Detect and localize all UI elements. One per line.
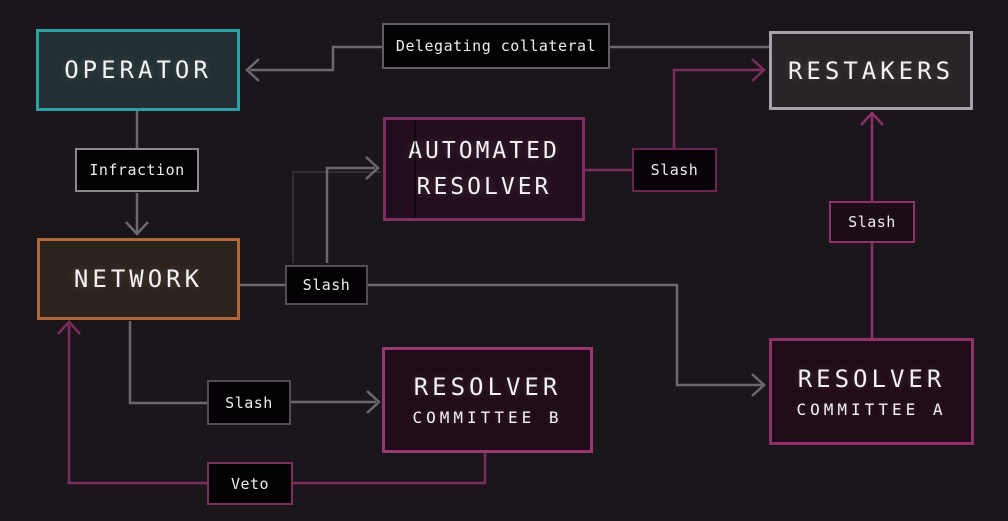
- operator-label: OPERATOR: [64, 56, 212, 84]
- slash-to-automated-resolver-underlay-line: [292, 171, 381, 263]
- slash-to-committee-b-arrowhead: [366, 390, 381, 414]
- committee-a-to-restakers-edges: [860, 111, 884, 338]
- automated-resolver-node: AUTOMATED RESOLVER: [383, 117, 585, 221]
- slash-to-committee-a-line: [368, 283, 762, 387]
- resolver-committee-b-node: RESOLVER COMMITTEE B: [382, 347, 593, 453]
- automated-resolver-label-line1: AUTOMATED: [408, 138, 560, 164]
- purple-edges: [57, 58, 766, 485]
- delegating-to-operator-arrowhead: [245, 58, 260, 82]
- network-label: NETWORK: [73, 265, 204, 293]
- operator-node: OPERATOR: [36, 29, 240, 111]
- slash-automated-resolver-edge-label: Slash: [632, 148, 717, 192]
- committee-b-to-veto-line: [293, 453, 487, 485]
- slash-to-automated-resolver-arrowhead: [365, 156, 380, 180]
- infraction-to-network-arrowhead: [125, 221, 149, 236]
- veto-edge-label: Veto: [207, 462, 293, 505]
- restakers-node: RESTAKERS: [769, 31, 973, 110]
- delegating-collateral-edge-label: Delegating collateral: [382, 23, 610, 69]
- resolver-committee-b-title: RESOLVER: [413, 373, 562, 401]
- veto-to-network-arrowhead: [57, 320, 81, 335]
- resolver-committee-a-subtitle: COMMITTEE A: [796, 399, 947, 419]
- resolver-committee-a-node: RESOLVER COMMITTEE A: [769, 338, 974, 445]
- network-to-slash-committee-b-line: [128, 321, 207, 405]
- slash-to-committee-a-arrowhead: [751, 373, 766, 397]
- network-node: NETWORK: [37, 238, 240, 320]
- resolver-committee-a-title: RESOLVER: [797, 364, 946, 393]
- automated-resolver-label-line2: RESOLVER: [416, 174, 552, 200]
- infraction-edge-label: Infraction: [75, 148, 199, 192]
- delegating-to-operator-line: [250, 45, 382, 72]
- slash-to-restakers-arrowhead: [751, 58, 766, 82]
- automated-resolver-seam-line: [414, 120, 416, 218]
- slash-network-edge-label: Slash: [285, 265, 368, 305]
- slash-to-restakers-up-arrowhead: [860, 111, 884, 126]
- resolver-committee-b-subtitle: COMMITTEE B: [412, 408, 563, 427]
- veto-to-network-line: [67, 325, 207, 485]
- slash-to-automated-resolver-line: [325, 166, 375, 263]
- slash-restakers-edge-label: Slash: [829, 201, 915, 243]
- slash-committee-b-edge-label: Slash: [207, 380, 291, 425]
- restakers-label: RESTAKERS: [787, 56, 955, 85]
- gray-edges: [125, 45, 769, 414]
- slash-to-restakers-line: [672, 68, 762, 148]
